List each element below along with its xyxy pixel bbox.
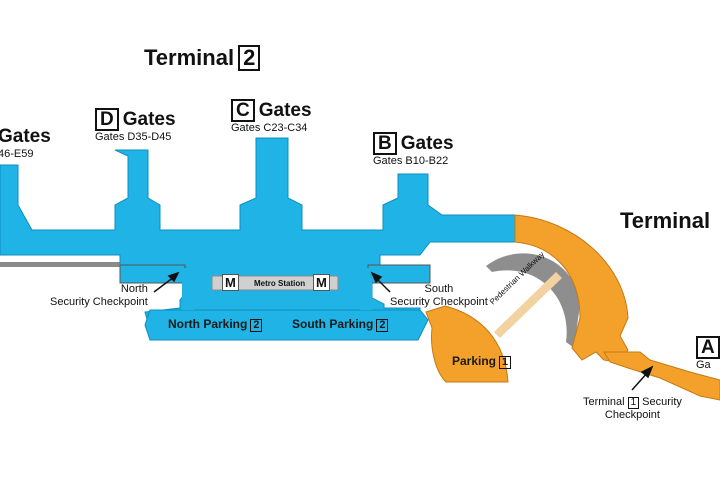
pointer-arrows	[153, 271, 654, 391]
south-checkpoint-line2: Security Checkpoint	[390, 296, 488, 308]
gates-b-title-text: Gates	[400, 133, 454, 154]
metro-platform	[211, 275, 339, 291]
gates-a-range: Ga	[696, 359, 711, 371]
gates-c-letter: C	[231, 99, 255, 122]
terminal-2-title-text: Terminal	[144, 45, 235, 70]
terminal-1-title: Terminal	[620, 208, 710, 234]
terminal-1-checkpoint-line2: Checkpoint	[604, 409, 660, 421]
gates-d-letter: D	[95, 108, 119, 131]
gates-e-range: 46-E59	[0, 148, 34, 160]
pedestrian-walkway	[494, 272, 562, 338]
gates-b-range: Gates B10-B22	[373, 155, 449, 167]
south-checkpoint-label: South Security Checkpoint	[390, 283, 488, 309]
roadway-strip	[0, 262, 120, 267]
north-checkpoint-line1: North	[120, 283, 148, 295]
terminal-1-pier	[603, 351, 720, 401]
south-checkpoint-arrowhead	[370, 271, 383, 284]
terminal-2-number: 2	[238, 45, 261, 71]
terminal-1-title-text: Terminal	[620, 208, 711, 233]
north-connector	[182, 268, 194, 310]
gates-a-label: A Ga	[696, 336, 720, 371]
gates-e-label: Gates 46-E59	[0, 126, 51, 160]
terminal-1-checkpoint-post: Security	[642, 396, 682, 408]
gates-d-range: Gates D35-D45	[95, 131, 172, 143]
north-checkpoint-line2: Security Checkpoint	[50, 296, 148, 308]
north-parking-text: North Parking	[168, 317, 248, 331]
gates-a-title: A	[696, 336, 720, 359]
metro-station-text: Metro Station	[254, 279, 306, 288]
terminal-1-checkpoint-number: 1	[627, 397, 640, 409]
parking-2-garage	[144, 309, 429, 341]
terminal-2-concourse	[0, 137, 516, 331]
north-parking-number: 2	[250, 319, 263, 332]
metro-sign-right-text: M	[316, 275, 327, 290]
gates-d-title-text: Gates	[122, 109, 176, 130]
terminal-1-checkpoint-pre: Terminal	[583, 396, 625, 408]
terminal-1-checkpoint-arrowhead	[640, 365, 654, 379]
metro-sign-right: M	[313, 274, 330, 291]
parking-1-number: 1	[499, 356, 512, 369]
metro-sign-left-text: M	[225, 275, 236, 290]
gates-b-letter: B	[373, 132, 397, 155]
metro-station-label: Metro Station	[254, 279, 305, 288]
south-checkpoint-line1: South	[424, 283, 454, 295]
north-checkpoint-arrowhead	[167, 271, 180, 283]
south-connector	[360, 268, 372, 310]
north-checkpoint-arrow	[153, 276, 175, 293]
south-parking-number: 2	[376, 319, 389, 332]
metro-sign-left: M	[222, 274, 239, 291]
parking-1-garage	[425, 305, 509, 383]
south-parking-text: South Parking	[292, 317, 374, 331]
parking-1-text: Parking	[452, 354, 497, 368]
gates-a-letter: A	[696, 336, 720, 359]
gates-e-title: Gates	[0, 126, 51, 147]
north-checkpoint-label: North Security Checkpoint	[50, 283, 148, 309]
gates-c-title-text: Gates	[258, 100, 312, 121]
gates-c-range: Gates C23-C34	[231, 122, 308, 134]
